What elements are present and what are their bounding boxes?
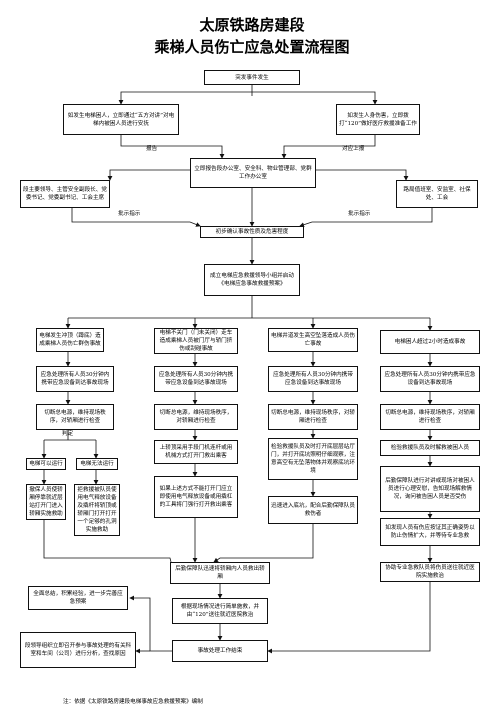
page-title: 太原铁路房建段	[199, 16, 305, 34]
cannot-run-box: 电梯无法运行	[76, 458, 118, 470]
can-run-action-box: 撤保人员使轿厢停靠就近层站打开门进入轿厢实施救助	[26, 484, 66, 520]
leaders-box: 段主要领导、主管安全副段长、党委书记、党委副书记、工会主席	[20, 180, 110, 208]
col4-injury-box: 如发现人员有伤应按证其正确姿势以防止伤情扩大，并等待专业急救	[380, 518, 480, 546]
col4-head-box: 电梯困人超过2小时造成事故	[380, 330, 480, 354]
col4-check-box: 检验救援队员及时解救被困人员	[380, 440, 480, 456]
col2-power-box: 切断总电源，维持现场秩序，对轿厢进行检查	[154, 404, 238, 430]
approve-right-label: 批示指示	[348, 211, 371, 217]
logistics-box: 后勤保障队迅速将轿厢内人员救出轿厢	[170, 562, 270, 584]
col2-head-box: 电梯不关门（门未关闭）走车造成乘梯人员被门厅与轿门挤伤或刮碰事故	[154, 328, 238, 354]
col4-power-box: 切断总电源，维持现场秩序，对轿厢进行检查	[380, 404, 480, 430]
col1-head-box: 电梯发生冲顶（蹲底）造成乘梯人员伤亡群伤事故	[36, 328, 104, 352]
col2-tool-box: 如果上述方式不能打开门应立即使用电气释放设备或用撬杠的工具将门强行打开救出乘客	[154, 476, 238, 518]
first-aid-box: 根据现场情况进行简单施救，并由“120”送往就近医院救治	[172, 598, 268, 624]
col3-rescue-box: 应急处理所有人员30分钟内携带应急设备到达事故现场	[268, 366, 358, 392]
leader-group-box: 段领导组织立即召开参与事故处理的有关科室和车间（公司）进行分析，查找原因	[20, 632, 136, 668]
col1-rescue-box: 应急处理所有人员30分钟内携带应急设备到达事故现场	[36, 366, 114, 392]
col4-rescue-box: 应急处理所有人员30分钟内携带应急设备到达事故现场	[380, 366, 480, 392]
confirm-box: 初步确认事故性质及危害程度	[200, 226, 304, 238]
report-label: 报告	[146, 146, 158, 152]
judge-label: 判定	[62, 431, 74, 437]
col3-search-box: 检验救援队员及时打开底层层站厅门，并打开底坑照明仔细观察，注意高空有无坠落物体并…	[268, 438, 358, 480]
footnote: 注：依据《太原铁路房建段电梯事故应急救援预案》编制	[63, 699, 203, 705]
col4-hospital-box: 协助专业急救队员将伤员送往就近医院实施救治	[380, 562, 480, 582]
witness-left-box: 如发生电梯困人，立即通过“五方对讲”对电梯内被困人员进行安抚	[63, 104, 179, 135]
summary-box: 全面总结，积累经验，进一步完善应急预案	[28, 586, 128, 610]
col4-medical-box: 后勤保障队进行对讲或现场对被困人员进行心理安慰，告知现场解救情况，询问被告困人员…	[380, 466, 480, 512]
col3-head-box: 电梯井道发生高空坠落造成人员伤亡事故	[268, 328, 358, 352]
col1-power-box: 切断总电源，维持现场秩序，对轿厢进行检查	[36, 404, 114, 430]
can-run-box: 电梯可以运行	[26, 458, 66, 470]
report-up-label: 对应上报	[342, 146, 365, 152]
page-subtitle: 乘梯人员伤亡应急处置流程图	[154, 38, 350, 56]
col3-power-box: 切断总电源，维持现场秩序，对轿厢进行检查	[268, 404, 358, 430]
col2-manual-box: 上轿顶采用手段门机连杆或用机械方式打开门救出乘客	[154, 440, 238, 464]
witness-right-box: 如发生人身伤害，立即拨打“120”做好医疗救援准备工作	[336, 104, 420, 135]
approve-left-label: 批示指示	[118, 211, 141, 217]
incident-box: 突发事件发生	[204, 70, 300, 85]
report-center-box: 立即报告段办公室、安全科、物业管理部、党群工作办公室	[190, 158, 316, 188]
col2-rescue-box: 应急处理所有人员30分钟内携带应急设备到达事故现场	[154, 366, 238, 392]
col3-team-box: 迅速进入底坑，配合后勤保障队员救伤者	[268, 496, 358, 524]
road-bureau-box: 路局值班室、安监室、社保处、工会	[396, 180, 478, 208]
cannot-run-action-box: 拒救援被队员使用电气释放设备及撬杆将轿顶或轿厢门打开打开一个足够的孔洞实施救助	[74, 484, 120, 536]
command-box: 成立电梯应急救援领导小组并启动《电梯应急事故救援预案》	[204, 264, 300, 296]
end-box: 事故处理工作结束	[172, 640, 268, 662]
